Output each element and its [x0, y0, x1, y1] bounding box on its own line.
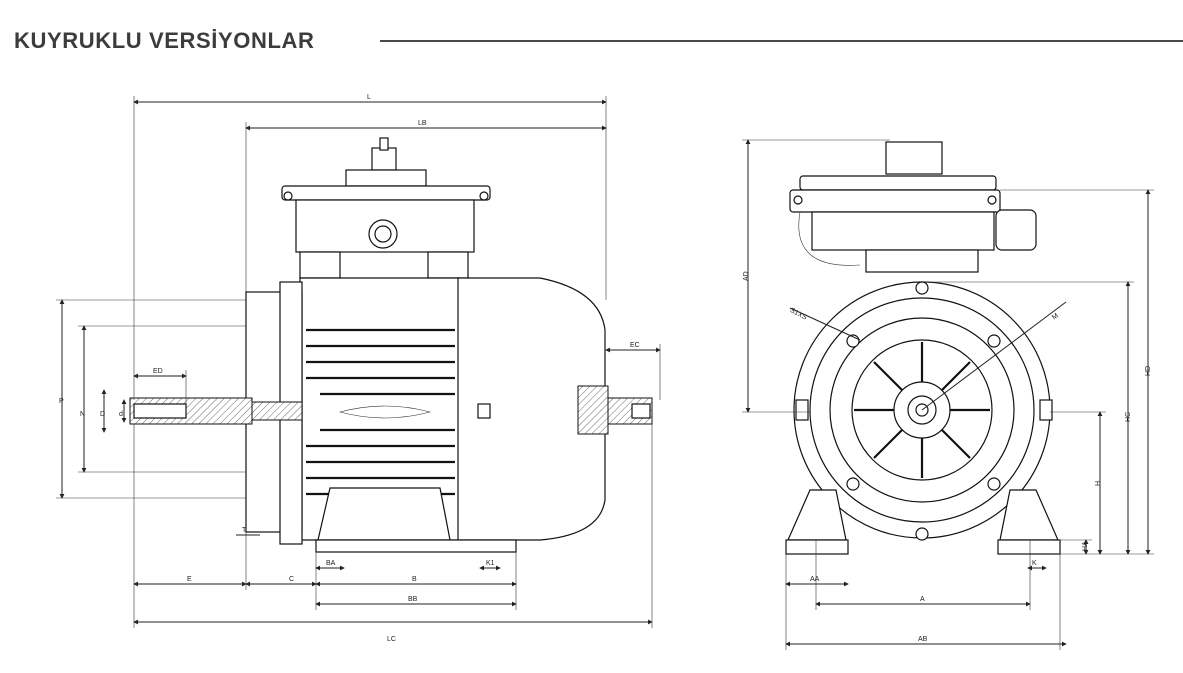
dim-M: M: [1051, 312, 1060, 321]
dim-LB: LB: [418, 120, 427, 127]
dim-ED: ED: [153, 368, 163, 375]
dim-E: E: [187, 576, 192, 583]
cooling-fins: [306, 328, 455, 496]
dim-C: C: [289, 576, 294, 583]
front-view-drawing: [742, 139, 1154, 650]
side-view-drawing: [56, 96, 661, 628]
section-title: KUYRUKLU VERSİYONLAR: [14, 28, 315, 53]
dim-EC: EC: [630, 342, 640, 349]
dim-S1XS: S1XS: [789, 307, 808, 322]
dim-A: A: [920, 596, 925, 603]
dim-HD: HD: [1145, 366, 1152, 376]
dim-BB: BB: [408, 596, 418, 603]
dim-AA: AA: [810, 576, 820, 583]
dim-d: d: [119, 411, 123, 418]
dim-H: H: [1095, 481, 1102, 486]
dim-BA: BA: [326, 560, 336, 567]
dim-HC: HC: [1125, 412, 1132, 422]
dim-L: L: [367, 94, 371, 101]
dim-AB: AB: [918, 636, 928, 643]
title-rule: [380, 40, 1183, 42]
dim-D: D: [100, 411, 105, 418]
dim-K: K: [1032, 560, 1037, 567]
section-header: KUYRUKLU VERSİYONLAR: [14, 28, 1183, 56]
dim-T: T: [242, 527, 247, 534]
dim-K1: K1: [486, 560, 495, 567]
dim-N: N: [80, 411, 85, 418]
fan-spokes: [854, 342, 990, 478]
dim-B: B: [412, 576, 417, 583]
dim-HA: HA: [1082, 541, 1089, 551]
dim-LC: LC: [387, 636, 396, 643]
dim-P: P: [59, 398, 64, 405]
dim-AD: AD: [743, 271, 750, 281]
